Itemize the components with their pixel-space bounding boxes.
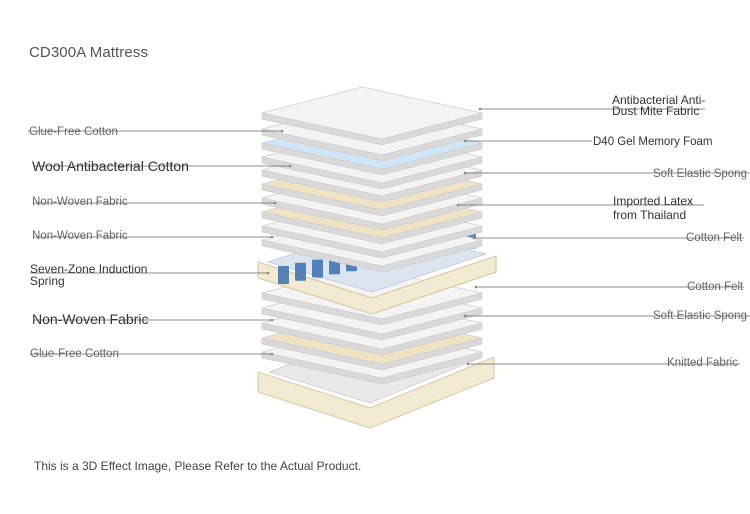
label-imported-latex-thailand: Imported Latex from Thailand (613, 194, 694, 222)
spring-coil (278, 266, 289, 284)
leader-dot (270, 352, 274, 356)
spring-coil (295, 262, 306, 281)
label-non-woven-fabric-3: Non-Woven Fabric (32, 311, 149, 327)
leader-dot (466, 362, 470, 366)
leader-dot (456, 203, 460, 207)
leader-dot (266, 271, 270, 275)
label-glue-free-cotton-top: Glue-Free Cotton (29, 126, 118, 138)
label-non-woven-fabric-1: Non-Woven Fabric (32, 196, 128, 208)
label-knitted-fabric: Knitted Fabric (667, 357, 738, 369)
label-soft-elastic-spong-2: Soft Elastic Spong (653, 310, 747, 322)
label-soft-elastic-spong-1: Soft Elastic Spong (653, 168, 747, 180)
label-d40-gel-memory-foam: D40 Gel Memory Foam (593, 136, 713, 148)
leader-dot (280, 129, 284, 133)
base-frame (257, 356, 495, 429)
layer-antibacterial-fabric (261, 86, 483, 140)
spring-frame-front (257, 255, 497, 315)
label-cotton-felt-1: Cotton Felt (686, 232, 743, 244)
label-antibacterial-anti-dust-mite-fabric: Antibacterial Anti-Dust Mite Fabric (612, 93, 706, 118)
leader-dot (463, 314, 467, 318)
label-non-woven-fabric-2: Non-Woven Fabric (32, 230, 128, 242)
leader-dot (472, 236, 476, 240)
label-cotton-felt-2: Cotton Felt (687, 281, 744, 293)
leader-dot (463, 139, 467, 143)
leader-dot (273, 201, 277, 205)
leader-dot (478, 107, 482, 111)
footer-note: This is a 3D Effect Image, Please Refer … (34, 459, 362, 473)
spring-coil (312, 259, 323, 278)
label-seven-zone-induction-spring: Seven-Zone Induction Spring (30, 262, 148, 288)
leader-dot (288, 164, 292, 168)
label-wool-antibacterial-cotton: Wool Antibacterial Cotton (32, 158, 189, 174)
page-title: CD300A Mattress (29, 44, 149, 61)
label-glue-free-cotton-bottom: Glue-Free Cotton (30, 348, 119, 360)
leader-dot (270, 235, 274, 239)
leader-dot (270, 318, 274, 322)
leader-dot (463, 171, 467, 175)
leader-dot (474, 285, 478, 289)
